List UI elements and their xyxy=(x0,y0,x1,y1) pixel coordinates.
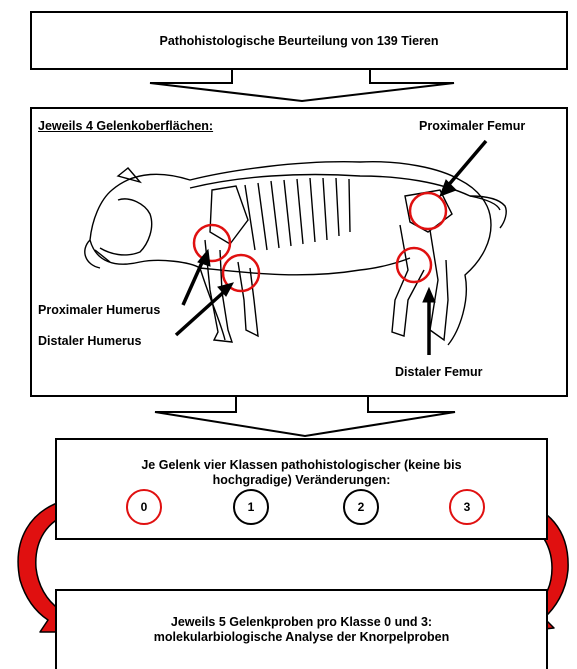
box-joint-surfaces: Jeweils 4 Gelenkoberflächen: Proximaler … xyxy=(30,107,568,397)
down-arrow-2 xyxy=(155,397,455,436)
label-proximal-humerus: Proximaler Humerus xyxy=(38,303,160,318)
class-2-badge: 2 xyxy=(343,489,379,525)
box-classes: Je Gelenk vier Klassen pathohistologisch… xyxy=(55,438,548,540)
box-molecular-analysis: Jeweils 5 Gelenkproben pro Klasse 0 und … xyxy=(55,589,548,669)
class-3-badge: 3 xyxy=(449,489,485,525)
joint-surfaces-heading: Jeweils 4 Gelenkoberflächen: xyxy=(38,119,213,134)
label-proximal-femur: Proximaler Femur xyxy=(419,119,525,134)
box-total-animals: Pathohistologische Beurteilung von 139 T… xyxy=(30,11,568,70)
label-distal-femur: Distaler Femur xyxy=(395,365,483,380)
class-0-badge: 0 xyxy=(126,489,162,525)
analysis-line-2: molekularbiologische Analyse der Knorpel… xyxy=(57,630,546,645)
class-1-badge: 1 xyxy=(233,489,269,525)
analysis-line-1: Jeweils 5 Gelenkproben pro Klasse 0 und … xyxy=(57,615,546,630)
label-distal-humerus: Distaler Humerus xyxy=(38,334,142,349)
down-arrow-1 xyxy=(150,69,454,101)
classes-line-1: Je Gelenk vier Klassen pathohistologisch… xyxy=(57,458,546,473)
box-total-animals-text: Pathohistologische Beurteilung von 139 T… xyxy=(32,34,566,49)
classes-line-2: hochgradige) Veränderungen: xyxy=(57,473,546,488)
